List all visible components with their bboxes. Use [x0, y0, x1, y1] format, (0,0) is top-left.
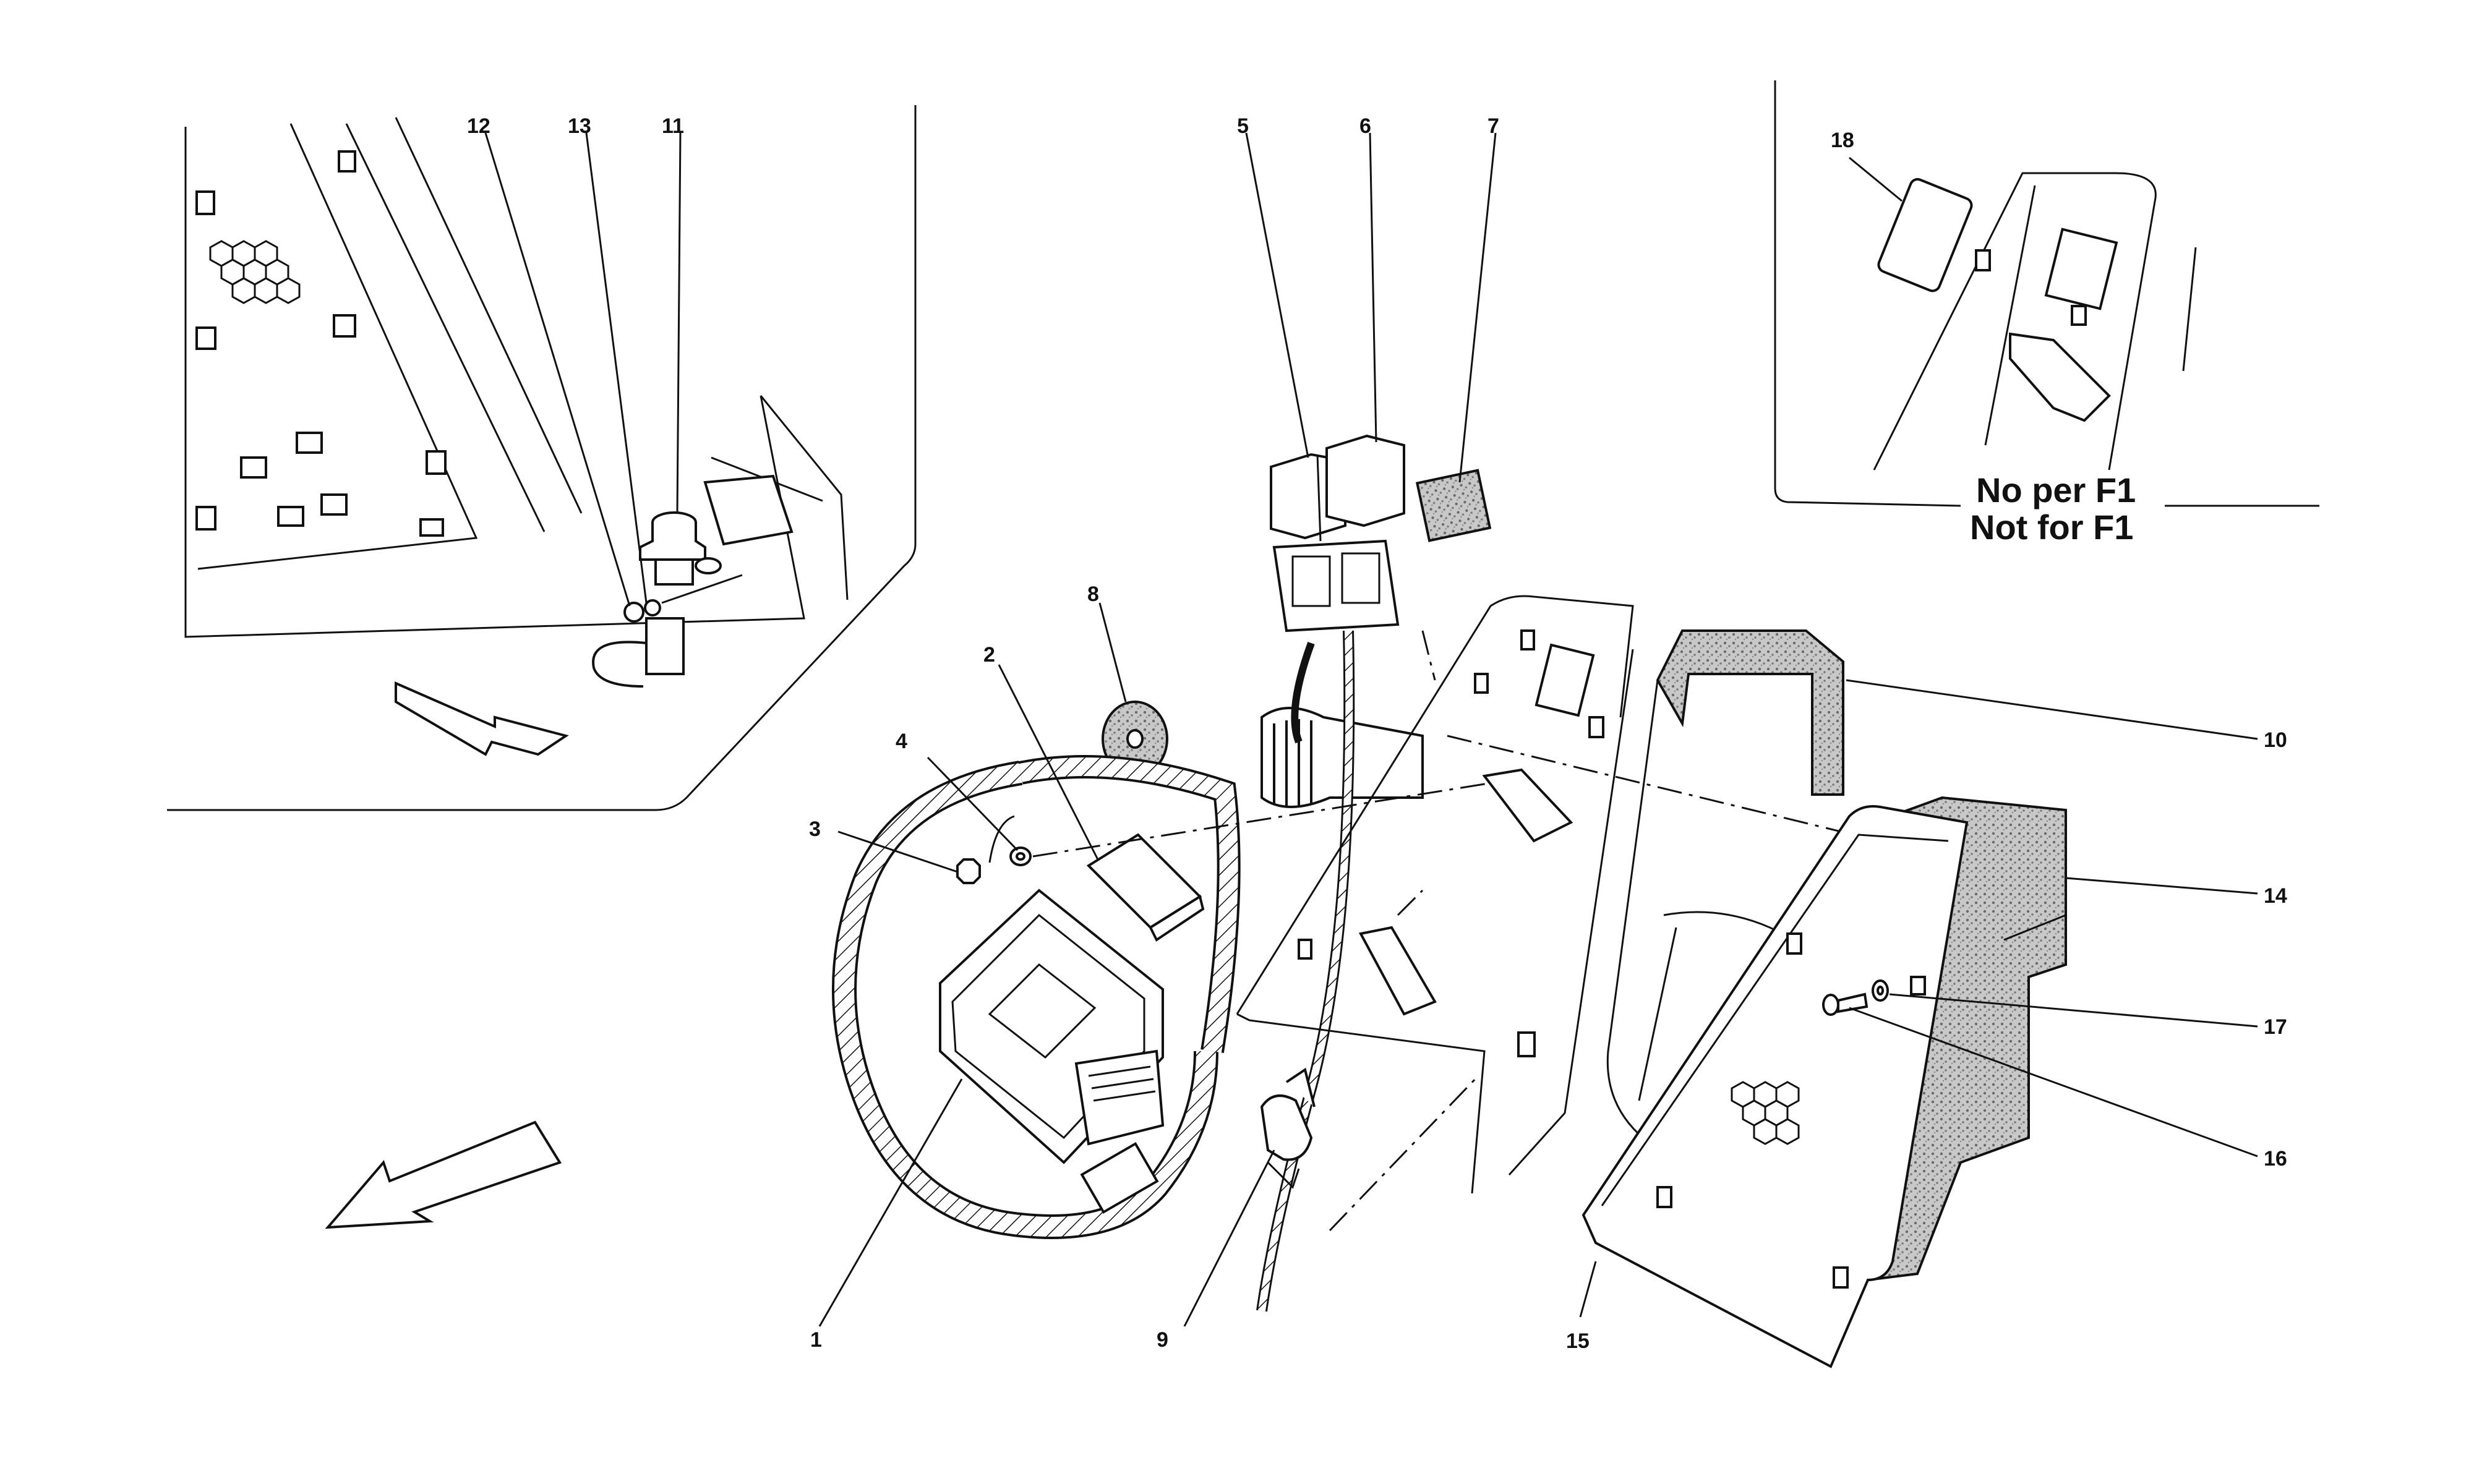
- honeycomb-pattern: [209, 240, 301, 304]
- callout-12: 12: [467, 114, 490, 138]
- part-18-cover: [1877, 177, 1973, 292]
- callout-13: 13: [568, 114, 591, 138]
- inertia-switch: [592, 511, 743, 688]
- nut-and-washer: [956, 815, 1032, 884]
- callout-17: 17: [2264, 1015, 2287, 1039]
- detail-panel-top-left: [167, 105, 917, 811]
- callout-9: 9: [1157, 1328, 1168, 1352]
- direction-arrow-icon: [325, 1120, 562, 1229]
- callout-8: 8: [1087, 582, 1099, 606]
- cover-panel: [1582, 796, 2067, 1368]
- callout-15: 15: [1566, 1329, 1590, 1353]
- assembly-line: [1397, 889, 1424, 916]
- callout-11: 11: [662, 114, 684, 138]
- ecu-bracket: [1086, 833, 1205, 942]
- callout-16: 16: [2264, 1147, 2287, 1171]
- note-line-1: No per F1: [1976, 471, 2136, 510]
- callout-14: 14: [2264, 884, 2287, 908]
- relays: [1270, 434, 1492, 633]
- callout-2: 2: [983, 643, 995, 667]
- foam-strip: [1656, 629, 1844, 796]
- callout-1: 1: [810, 1328, 822, 1352]
- panel-clips: [195, 150, 447, 537]
- assembly-line: [1421, 630, 1436, 681]
- direction-arrow-icon: [395, 681, 569, 756]
- callout-labels: 1 2 3 4 5 6 7 8 9 10 11 12 13 14 15 16 1…: [467, 114, 2287, 1353]
- callout-5: 5: [1237, 114, 1249, 138]
- callout-4: 4: [896, 730, 907, 753]
- mounting-bracket: [703, 474, 794, 546]
- callout-3: 3: [809, 817, 821, 841]
- note-line-2: Not for F1: [1970, 508, 2133, 547]
- callout-6: 6: [1359, 114, 1371, 138]
- assembly-line: [1329, 1075, 1479, 1232]
- main-assembly: [325, 132, 2258, 1368]
- body-panel: [1236, 595, 1794, 1194]
- connector-clip: [1260, 1067, 1316, 1189]
- callout-7: 7: [1487, 114, 1499, 138]
- callout-10: 10: [2264, 728, 2287, 752]
- callout-18: 18: [1831, 129, 1854, 152]
- detail-panel-top-right: No per F1 Not for F1: [1774, 80, 2319, 547]
- wiring-harness: [832, 630, 1424, 1312]
- screw-and-washer: [1822, 979, 1889, 1016]
- cover-honeycomb: [1731, 1081, 1800, 1145]
- assembly-line: [1032, 778, 1516, 858]
- ecu-module: [939, 889, 1165, 1214]
